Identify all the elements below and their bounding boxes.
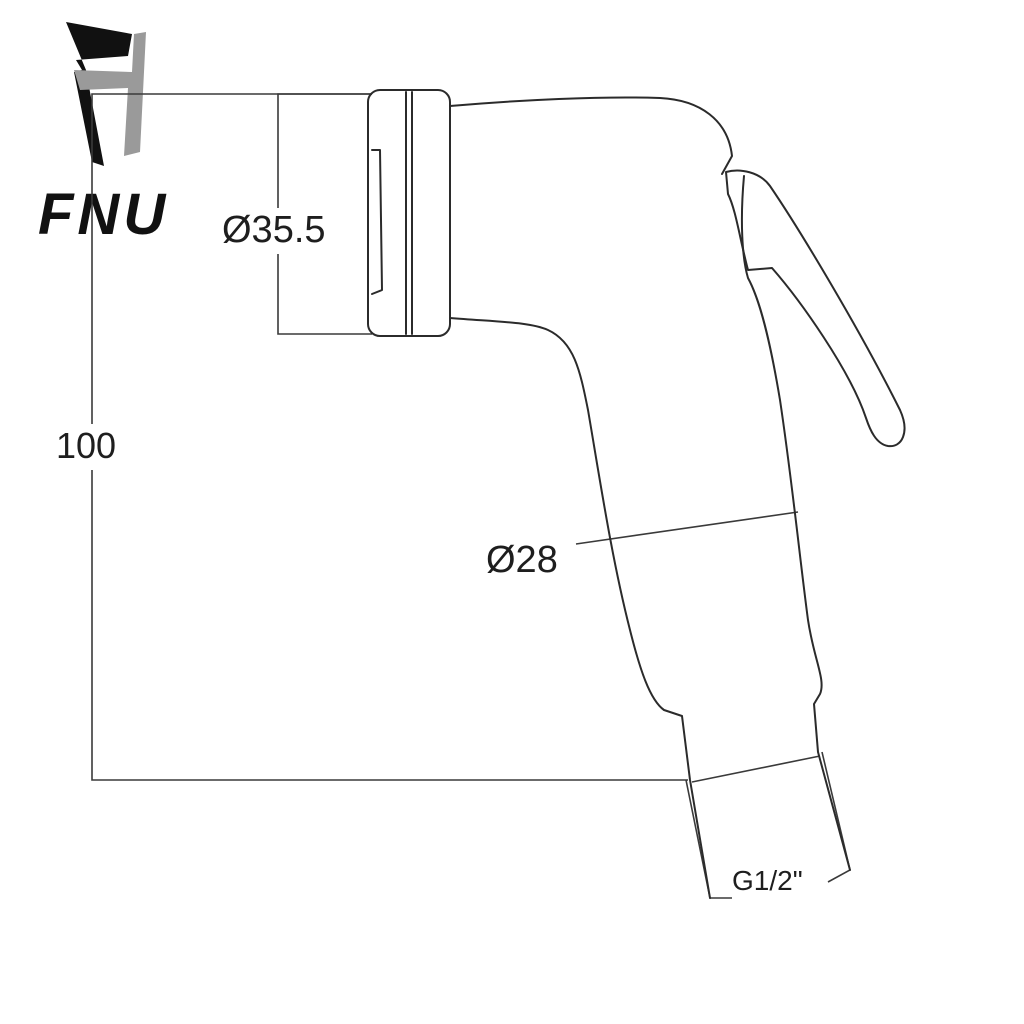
sprayer-outline <box>367 89 906 899</box>
thread-cross-line <box>691 755 821 783</box>
brand-name: FNU <box>38 182 169 247</box>
logo-grey-stroke <box>74 32 146 156</box>
head-diameter-label: Ø35.5 <box>222 209 326 251</box>
spray-head-cap-inner <box>371 149 383 295</box>
height-dimension-line-lower <box>91 470 688 781</box>
head-diameter-line-lower <box>277 254 372 335</box>
dimension-lines <box>91 93 851 899</box>
spray-head-cap <box>367 89 451 337</box>
height-label: 100 <box>56 425 116 466</box>
handle-diameter-label: Ø28 <box>486 539 558 581</box>
thread-label: G1/2" <box>732 865 803 896</box>
head-diameter-line <box>277 93 372 208</box>
handle-diameter-line <box>575 511 799 545</box>
trigger-lever <box>725 169 906 448</box>
brand-logo: FNU <box>38 22 169 247</box>
logo-black-stroke <box>66 22 132 166</box>
dimension-labels: 100 Ø35.5 Ø28 G1/2" <box>56 209 803 896</box>
sprayer-body <box>449 96 851 899</box>
